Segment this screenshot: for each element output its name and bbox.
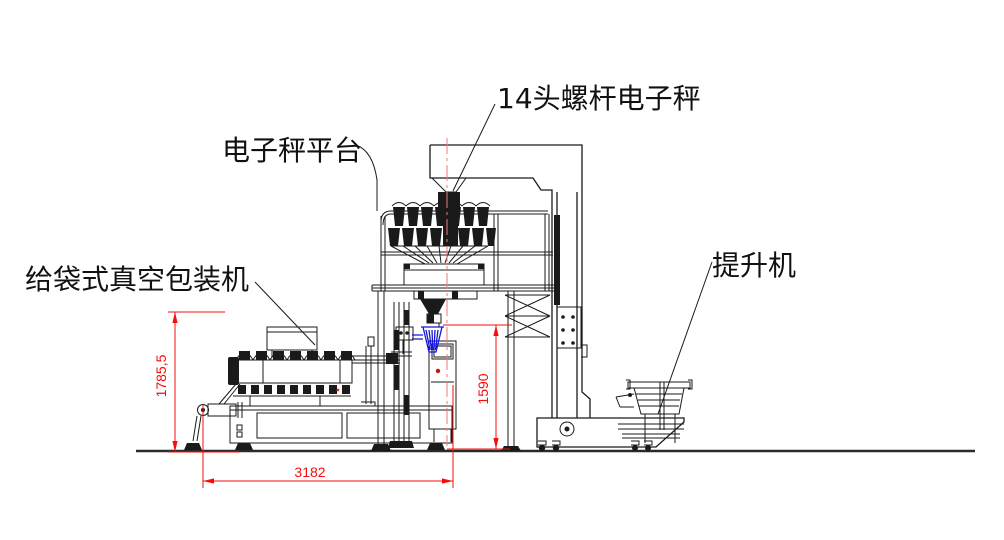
discharge-hopper-box — [403, 263, 485, 286]
turret-end-cap — [228, 357, 239, 385]
machine-foot — [427, 443, 445, 450]
elevator-rail-strip — [554, 215, 560, 305]
transfer-funnel — [420, 299, 446, 314]
bucket-elevator — [429, 144, 685, 452]
hopper-knob — [628, 393, 632, 397]
vacuum-packaging-machine — [184, 302, 457, 450]
dim-arrow — [203, 478, 214, 484]
collection-cone — [390, 245, 489, 265]
caster-wheel — [552, 444, 560, 452]
dim-arrow — [172, 312, 178, 323]
side-cylinder — [192, 402, 243, 442]
drive-shaft — [352, 336, 400, 407]
bag-clamp-box — [395, 326, 414, 354]
dim-arrow — [172, 441, 178, 452]
dim-arrow — [442, 478, 453, 484]
elevator-feed-hopper — [615, 379, 693, 451]
multihead-weigher — [388, 177, 496, 354]
bag-magazine-box — [266, 326, 318, 351]
label-elevator: 提升机 — [712, 249, 796, 282]
panel-red-button — [435, 368, 441, 374]
dim-text-machine-length: 3182 — [294, 464, 325, 480]
dim-text-overall-height: 1785,5 — [153, 354, 169, 397]
dimension-overall-height: 1785,5 — [153, 311, 240, 453]
dim-arrow — [493, 438, 499, 449]
machine-foot — [235, 443, 253, 450]
shaft-bearing — [386, 353, 398, 364]
leader-packaging-machine — [254, 281, 316, 346]
elevator-head-and-column — [429, 144, 591, 418]
machine-foot — [184, 443, 202, 450]
dimension-filling-height: 1590 — [443, 324, 512, 450]
machine-base-cabinet — [229, 405, 453, 444]
blue-discharge-funnel — [412, 326, 444, 353]
dim-text-filling-height: 1590 — [475, 373, 491, 404]
label-packaging-machine: 给袋式真空包装机 — [25, 263, 249, 296]
caster-wheel — [538, 444, 546, 452]
label-platform: 电子秤平台 — [222, 134, 362, 167]
platform-foot-left — [371, 444, 391, 451]
label-weigher: 14头螺杆电子秤 — [497, 82, 701, 115]
platform-foot-right — [501, 446, 521, 451]
rotary-turret — [218, 326, 356, 406]
dimension-machine-length: 3182 — [202, 385, 454, 488]
control-panel — [428, 340, 457, 442]
boot-motor-pulley — [559, 421, 575, 437]
weigher-center-column — [443, 195, 458, 246]
annotation-labels: 14头螺杆电子秤 电子秤平台 给袋式真空包装机 提升机 — [25, 82, 796, 415]
caster-wheel — [645, 445, 651, 451]
turret-red-mark — [336, 388, 340, 392]
elevator-bolt-panel — [556, 306, 588, 358]
bag-clamp-station — [388, 302, 414, 448]
caster-wheel — [632, 445, 638, 451]
leader-platform — [355, 144, 378, 211]
dim-arrow — [493, 325, 499, 336]
leader-elevator — [657, 261, 713, 415]
dimensions: 1785,5 1590 3182 — [153, 311, 512, 488]
leader-weigher — [452, 103, 496, 192]
